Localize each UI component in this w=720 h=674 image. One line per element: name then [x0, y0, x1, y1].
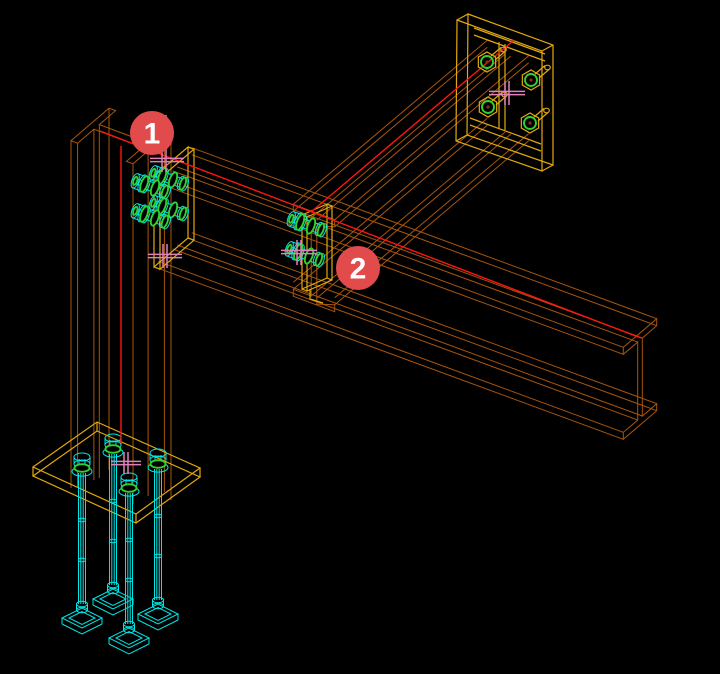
secondary-beam[interactable] — [292, 39, 530, 313]
bolt-face[interactable] — [521, 64, 552, 91]
main-beam[interactable] — [158, 147, 658, 441]
balloon-1[interactable]: 1 — [130, 111, 174, 155]
balloon-2-circle[interactable] — [336, 246, 380, 290]
anchor-bolt[interactable] — [108, 472, 150, 655]
bolt-assembly[interactable] — [282, 238, 328, 271]
bolt-face[interactable] — [520, 107, 551, 134]
top-end-plate-bolts[interactable] — [477, 46, 552, 134]
workpoint-cross — [148, 244, 182, 268]
connection-2-fin-plate[interactable] — [301, 203, 333, 304]
balloon-1-circle[interactable] — [130, 111, 174, 155]
balloon-2[interactable]: 2 — [336, 246, 380, 290]
base-plate[interactable] — [31, 421, 202, 524]
balloon-2-number: 2 — [350, 253, 367, 286]
anchor-bolts[interactable] — [61, 433, 179, 655]
main-beam-end-section — [622, 317, 658, 441]
balloon-1-number: 1 — [144, 118, 161, 151]
main-beam-axis — [99, 130, 642, 339]
workpoint-cross — [281, 240, 317, 265]
bolt-face[interactable] — [478, 91, 509, 118]
connection-2-bolts[interactable] — [282, 208, 330, 271]
reference-axes — [99, 39, 642, 443]
secondary-beam-end-section — [292, 203, 336, 313]
anchor-bolt[interactable] — [137, 448, 179, 631]
connection-1-bolts[interactable] — [128, 162, 192, 233]
workpoint-cross — [111, 452, 141, 474]
